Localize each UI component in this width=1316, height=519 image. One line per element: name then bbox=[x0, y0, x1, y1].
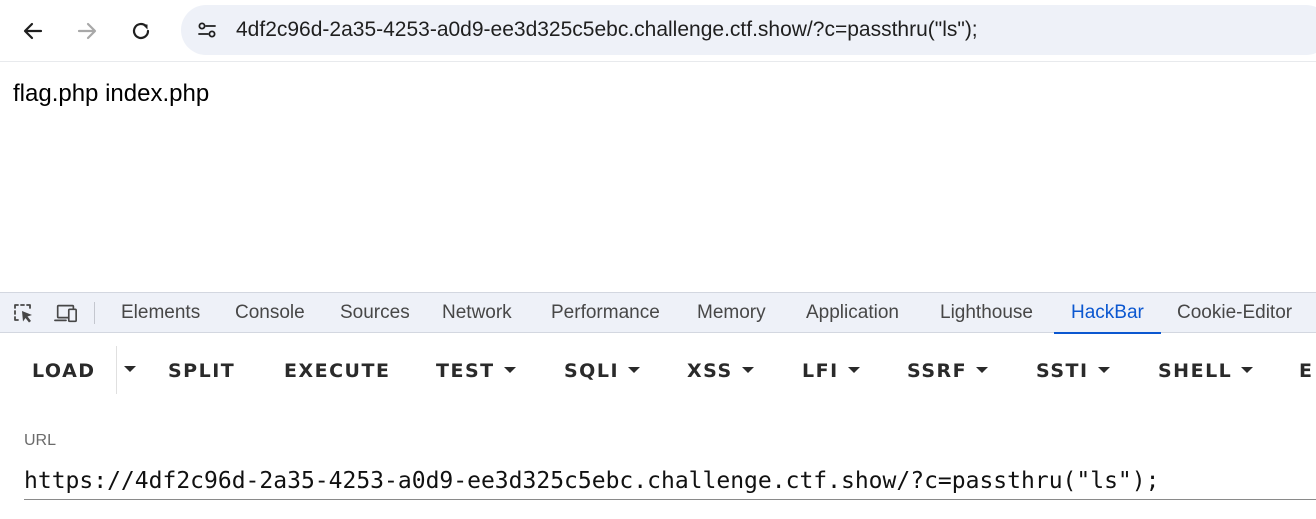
tab-hackbar[interactable]: HackBar bbox=[1054, 293, 1161, 334]
test-menu-button[interactable]: TEST bbox=[436, 356, 516, 386]
load-button[interactable]: LOAD bbox=[32, 360, 96, 382]
devtools-separator bbox=[94, 302, 95, 324]
chevron-down-icon bbox=[1241, 366, 1254, 373]
site-info-button[interactable] bbox=[191, 14, 223, 46]
chevron-down-icon bbox=[503, 366, 516, 373]
inspect-element-icon bbox=[14, 304, 32, 323]
load-dropdown-button[interactable] bbox=[121, 356, 139, 386]
ssrf-menu-label: SSRF bbox=[907, 360, 968, 382]
chevron-down-icon bbox=[124, 366, 136, 372]
ssrf-menu-button[interactable]: SSRF bbox=[907, 356, 989, 386]
device-toolbar-icon bbox=[54, 304, 77, 323]
ssti-menu-label: SSTI bbox=[1036, 360, 1089, 382]
browser-toolbar: 4df2c96d-2a35-4253-a0d9-ee3d325c5ebc.cha… bbox=[0, 0, 1316, 62]
tab-sources[interactable]: Sources bbox=[340, 302, 410, 323]
hackbar-toolbar: LOAD SPLIT EXECUTE TEST SQLI XSS LFI SSR… bbox=[0, 334, 1316, 406]
devtools-tab-bar: Elements Console Sources Network Perform… bbox=[0, 292, 1316, 334]
chevron-down-icon bbox=[847, 366, 860, 373]
reload-button[interactable] bbox=[123, 13, 159, 49]
tab-application[interactable]: Application bbox=[806, 302, 899, 323]
address-bar[interactable]: 4df2c96d-2a35-4253-a0d9-ee3d325c5ebc.cha… bbox=[181, 5, 1316, 55]
tab-console[interactable]: Console bbox=[235, 302, 305, 323]
sqli-menu-label: SQLI bbox=[564, 360, 620, 382]
tab-lighthouse[interactable]: Lighthouse bbox=[940, 302, 1033, 323]
arrow-left-icon bbox=[23, 22, 43, 40]
tab-memory[interactable]: Memory bbox=[697, 302, 766, 323]
url-input[interactable] bbox=[24, 462, 1316, 500]
sqli-menu-button[interactable]: SQLI bbox=[564, 356, 641, 386]
truncated-menu-button[interactable]: E bbox=[1299, 360, 1314, 382]
lfi-menu-button[interactable]: LFI bbox=[802, 356, 860, 386]
tab-elements[interactable]: Elements bbox=[121, 302, 201, 323]
load-separator bbox=[116, 346, 117, 394]
device-toolbar-button[interactable] bbox=[54, 302, 78, 324]
chevron-down-icon bbox=[1097, 366, 1110, 373]
execute-button[interactable]: EXECUTE bbox=[284, 360, 391, 382]
shell-menu-label: SHELL bbox=[1158, 360, 1233, 382]
test-menu-label: TEST bbox=[436, 360, 495, 382]
lfi-menu-label: LFI bbox=[802, 360, 839, 382]
tab-cookie-editor[interactable]: Cookie-Editor bbox=[1177, 302, 1293, 323]
chevron-down-icon bbox=[976, 366, 989, 373]
xss-menu-label: XSS bbox=[687, 360, 733, 382]
ssti-menu-button[interactable]: SSTI bbox=[1036, 356, 1110, 386]
chevron-down-icon bbox=[628, 366, 641, 373]
tune-icon bbox=[198, 22, 216, 38]
forward-button[interactable] bbox=[69, 13, 105, 49]
split-button[interactable]: SPLIT bbox=[168, 360, 236, 382]
chevron-down-icon bbox=[741, 366, 754, 373]
tab-network[interactable]: Network bbox=[442, 302, 512, 323]
url-field-label: URL bbox=[24, 432, 57, 449]
address-text[interactable]: 4df2c96d-2a35-4253-a0d9-ee3d325c5ebc.cha… bbox=[236, 18, 978, 41]
inspect-element-button[interactable] bbox=[12, 302, 36, 324]
shell-menu-button[interactable]: SHELL bbox=[1158, 356, 1254, 386]
reload-icon bbox=[132, 22, 150, 40]
back-button[interactable] bbox=[15, 13, 51, 49]
tab-performance[interactable]: Performance bbox=[551, 302, 660, 323]
arrow-right-icon bbox=[77, 22, 97, 40]
xss-menu-button[interactable]: XSS bbox=[687, 356, 754, 386]
page-output: flag.php index.php bbox=[13, 80, 210, 107]
